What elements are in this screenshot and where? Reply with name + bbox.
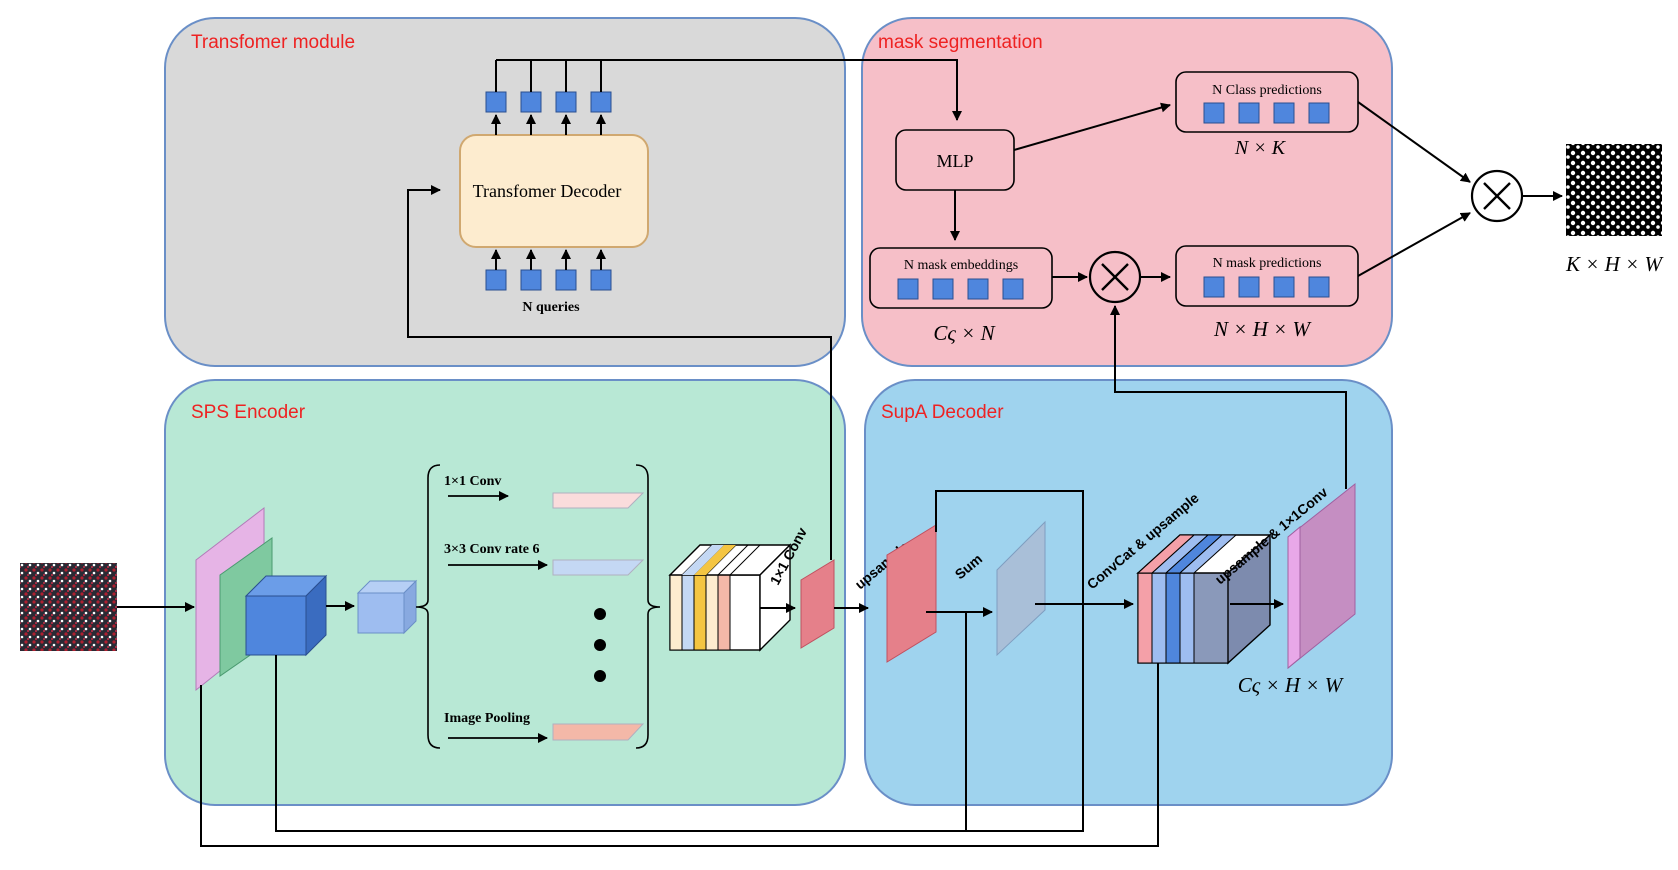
encoder-to-decoder-arrow	[407, 185, 832, 560]
aspp-branch-1: 1×1 Conv	[444, 474, 645, 509]
supa-panel-title: SupA Decoder	[881, 402, 1004, 423]
mask-square	[1308, 276, 1330, 298]
output-mask-image: K × H × W	[1565, 144, 1665, 276]
output-queries	[485, 91, 612, 113]
backbone-cube-side	[305, 574, 327, 657]
transformer-panel-title: Transfomer module	[191, 32, 355, 53]
branch-2-feature	[552, 559, 645, 576]
output-query-square	[485, 91, 507, 113]
sps-encoder-panel: SPS Encoder	[164, 379, 846, 806]
decoder-concat-stack	[1136, 533, 1272, 665]
skip-connection-cube	[275, 490, 1084, 832]
aspp-brackets	[415, 464, 661, 749]
decoder-to-output-arrows	[491, 114, 606, 135]
multiply-node-outer	[1470, 169, 1524, 223]
backbone-stack	[195, 506, 328, 692]
mask-predictions-label: N mask predictions	[1213, 256, 1322, 271]
input-query-square	[485, 269, 507, 291]
class-predictions-label: N Class predictions	[1212, 83, 1322, 98]
class-predictions-box	[1175, 71, 1359, 133]
input-image	[20, 563, 117, 651]
query-to-decoder-arrows	[491, 249, 606, 270]
output-collect-lines	[495, 59, 962, 121]
sps-panel-title: SPS Encoder	[191, 402, 306, 423]
mask-segmentation-panel: mask segmentation	[861, 17, 1393, 367]
n-queries-label: N queries	[522, 300, 580, 315]
pixel-to-mask-multiply-arrow	[1110, 305, 1347, 489]
skip-connection-backbone	[200, 663, 1159, 847]
mask-square	[1238, 276, 1260, 298]
aspp-branch-pool: Image Pooling	[444, 711, 645, 743]
mask-embeddings-box	[869, 247, 1053, 309]
mask-to-output-arrow	[1357, 212, 1471, 277]
mask-embeddings: N mask embeddings Cς × N	[869, 247, 1053, 345]
output-query-square	[520, 91, 542, 113]
mlp-block: MLP	[895, 129, 1015, 191]
backbone-cube-front	[245, 595, 307, 656]
class-square	[1308, 102, 1330, 124]
sps-panel-bg	[164, 379, 846, 806]
mask-square	[1203, 276, 1225, 298]
supa-decoder-panel: SupA Decoder	[864, 379, 1393, 806]
aspp-branch-2: 3×3 Conv rate 6	[444, 542, 645, 576]
branch-1-label: 1×1 Conv	[444, 474, 501, 489]
mask-embeddings-label: N mask embeddings	[904, 258, 1018, 273]
mask-predictions: N mask predictions N × H × W	[1175, 245, 1359, 341]
conv-feature-map	[800, 559, 835, 649]
input-query-square	[590, 269, 612, 291]
embeddings-dim-label: Cς × N	[933, 321, 995, 345]
input-query-square	[555, 269, 577, 291]
output-query-square	[555, 91, 577, 113]
segmentation-output-image	[1566, 144, 1662, 236]
class-to-output-arrow	[1357, 101, 1471, 183]
transformer-decoder: Transfomer Decoder	[459, 134, 649, 248]
mask-predictions-box	[1175, 245, 1359, 307]
class-square	[1238, 102, 1260, 124]
class-dim-label: N × K	[1234, 137, 1287, 159]
branch-1-feature	[552, 492, 645, 509]
sum-feature-map	[996, 520, 1046, 657]
embedding-square	[932, 278, 954, 300]
mlp-to-class-arrow	[1013, 102, 1171, 151]
supa-panel-bg	[864, 379, 1393, 806]
embedding-square	[897, 278, 919, 300]
multiply-node-inner	[1088, 250, 1142, 304]
skip-connections	[200, 490, 1159, 847]
feature-cube	[356, 579, 418, 635]
pixel-embedding-dim-label: Cς × H × W	[1238, 673, 1345, 697]
embedding-square	[967, 278, 989, 300]
upsampled-feature-map	[886, 524, 937, 663]
output-query-square	[590, 91, 612, 113]
output-dim-label: K × H × W	[1565, 252, 1665, 276]
input-satellite-image	[20, 563, 117, 651]
aspp-ellipsis	[594, 608, 606, 682]
mask-panel-bg	[861, 17, 1393, 367]
class-square	[1203, 102, 1225, 124]
mask-square	[1273, 276, 1295, 298]
mlp-label: MLP	[936, 151, 973, 171]
transformer-decoder-box	[459, 134, 649, 248]
branch-2-label: 3×3 Conv rate 6	[444, 542, 539, 557]
branch-pool-feature	[552, 723, 645, 741]
input-query-square	[520, 269, 542, 291]
mask-panel-title: mask segmentation	[878, 32, 1043, 53]
aspp-concat-stack	[668, 543, 792, 652]
transformer-decoder-label: Transfomer Decoder	[473, 181, 622, 201]
embedding-square	[1002, 278, 1024, 300]
class-square	[1273, 102, 1295, 124]
mask-pred-dim-label: N × H × W	[1213, 317, 1313, 341]
branch-pool-label: Image Pooling	[444, 711, 530, 726]
input-queries	[485, 269, 612, 291]
class-predictions: N Class predictions N × K	[1175, 71, 1359, 159]
